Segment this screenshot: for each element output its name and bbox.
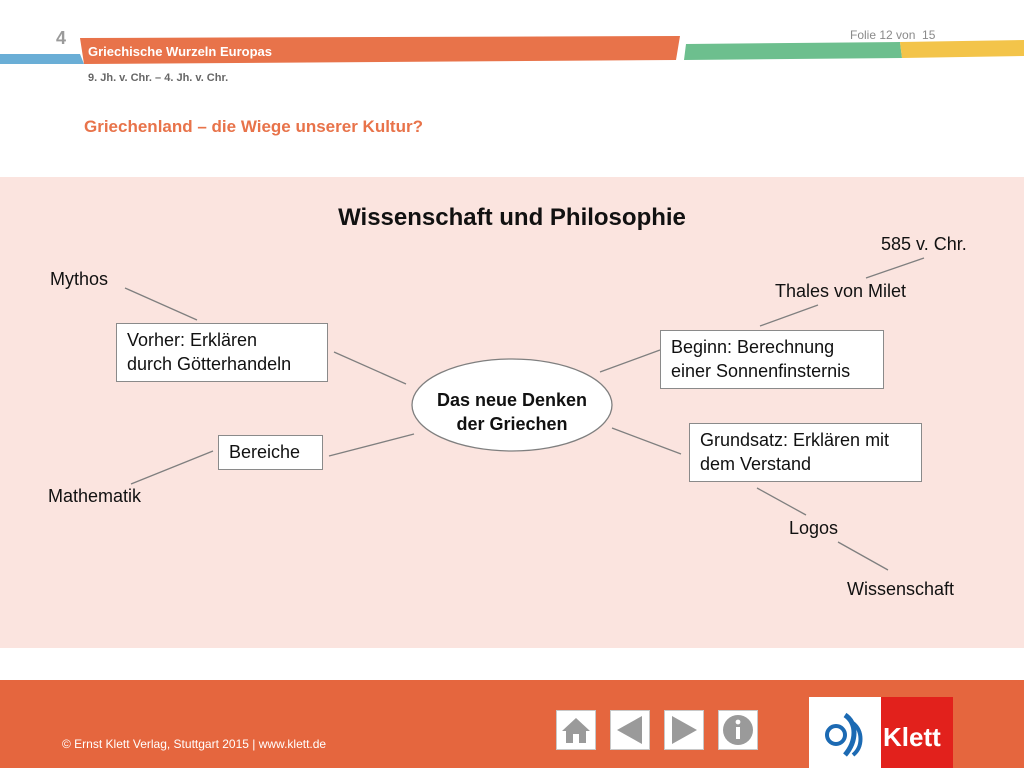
next-slide-button[interactable] [664,710,704,750]
arrow-left-icon [617,716,642,744]
center-node-line1: Das neue Denken [436,390,588,410]
previous-slide-button[interactable] [610,710,650,750]
center-node: Das neue Denken der Griechen [412,388,612,436]
klett-logo-red-panel [881,697,953,768]
info-icon [723,715,753,745]
box-beginning-line1: Beginn: Berechnung [671,337,835,357]
box-areas: Bereiche [218,435,323,470]
box-areas-label: Bereiche [229,442,301,462]
time-range: 9. Jh. v. Chr. – 4. Jh. v. Chr. [88,72,229,84]
arrow-right-icon [672,716,697,744]
header-color-band [0,36,1024,64]
box-principle-line1: Grundsatz: Erklären mit [700,430,890,450]
klett-logo-text: Klett [883,722,941,752]
chapter-title: Griechische Wurzeln Europas [88,44,272,59]
box-beginning-line2: einer Sonnenfinsternis [671,361,851,381]
slide-title: Griechenland – die Wiege unserer Kultur? [84,117,423,136]
klett-logo-icon [825,712,863,757]
slide-counter: Folie 12 von 15 [850,28,936,42]
box-before-line2: durch Götterhandeln [127,354,292,374]
box-before-line1: Vorher: Erklären [127,330,258,350]
home-icon [562,718,590,743]
diagram-title: Wissenschaft und Philosophie [338,204,686,231]
label-myth: Mythos [50,269,109,289]
box-principle-line2: dem Verstand [700,454,812,474]
box-before: Vorher: Erklären durch Götterhandeln [116,323,328,382]
info-button[interactable] [718,710,758,750]
label-science: Wissenschaft [847,579,955,599]
label-math: Mathematik [48,486,142,506]
label-logos: Logos [789,518,839,538]
center-node-line2: der Griechen [456,414,568,434]
label-thales: Thales von Milet [775,281,907,301]
label-date: 585 v. Chr. [881,234,967,254]
chapter-number: 4 [56,28,67,48]
home-button[interactable] [556,710,596,750]
copyright-text: © Ernst Klett Verlag, Stuttgart 2015 | w… [62,737,327,751]
box-beginning: Beginn: Berechnung einer Sonnenfinsterni… [660,330,884,389]
box-principle: Grundsatz: Erklären mit dem Verstand [689,423,922,482]
